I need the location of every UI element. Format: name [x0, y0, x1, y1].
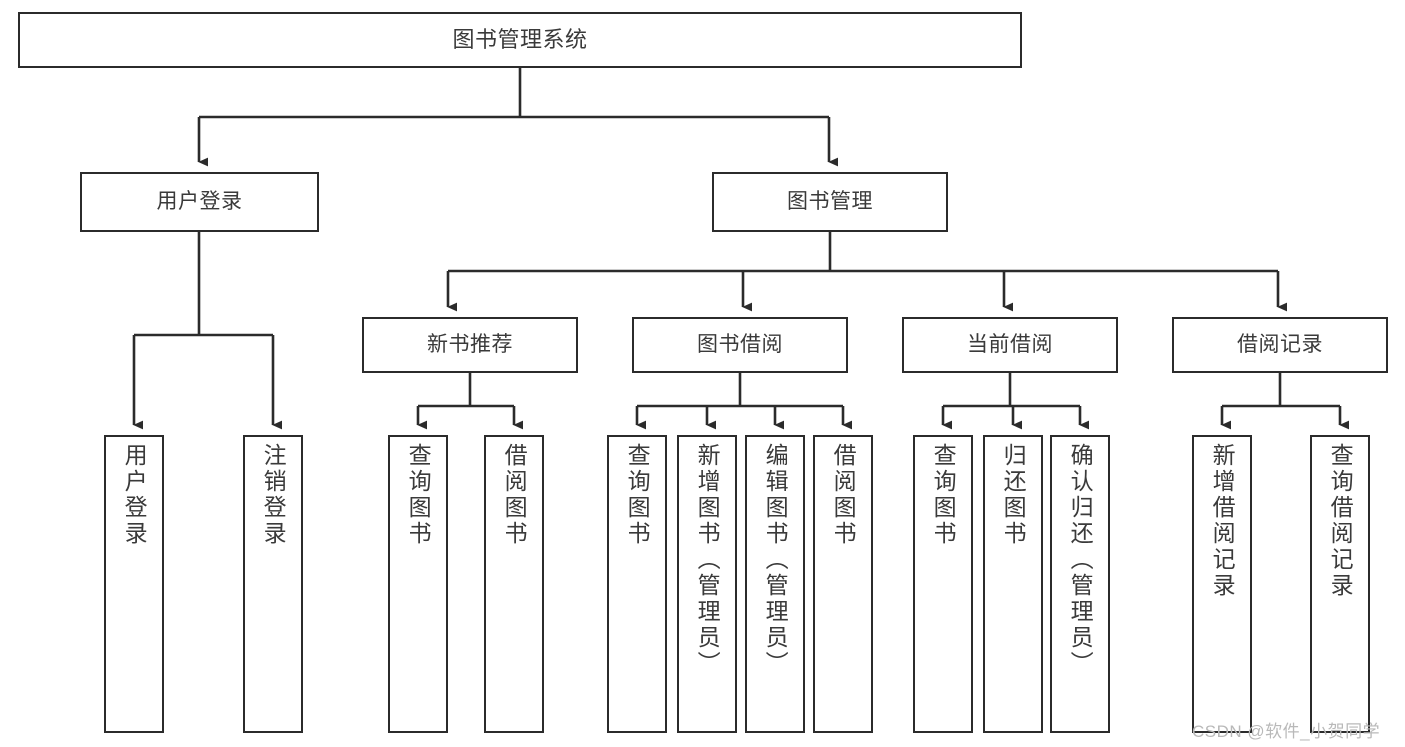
node-book-manage[interactable]: 图书管理	[712, 172, 948, 232]
node-leaf-query-borrow-record[interactable]: 查询借阅记录	[1310, 435, 1370, 733]
node-user-login[interactable]: 用户登录	[80, 172, 319, 232]
node-leaf-logout-login[interactable]: 注销登录	[243, 435, 303, 733]
node-book-borrow[interactable]: 图书借阅	[632, 317, 848, 373]
node-label-leaf-query-borrow-record: 查询借阅记录	[1327, 443, 1354, 599]
node-leaf-borrow-book[interactable]: 借阅图书	[813, 435, 873, 733]
node-leaf-confirm-return-admin[interactable]: 确认归还（管理员）	[1050, 435, 1110, 733]
node-label-leaf-user-login: 用户登录	[121, 443, 148, 547]
node-label-user-login: 用户登录	[156, 189, 243, 213]
node-label-leaf-query-book-recommend: 查询图书	[405, 443, 432, 547]
node-current-borrow[interactable]: 当前借阅	[902, 317, 1118, 373]
node-leaf-query-book-current[interactable]: 查询图书	[913, 435, 973, 733]
node-leaf-query-book-borrow[interactable]: 查询图书	[607, 435, 667, 733]
node-label-leaf-return-book: 归还图书	[1000, 443, 1027, 547]
connector-lines	[132, 68, 1350, 430]
node-leaf-return-book[interactable]: 归还图书	[983, 435, 1043, 733]
node-leaf-query-book-recommend[interactable]: 查询图书	[388, 435, 448, 733]
node-label-leaf-query-book-current: 查询图书	[930, 443, 957, 547]
node-label-root: 图书管理系统	[452, 27, 588, 53]
node-leaf-edit-book-admin[interactable]: 编辑图书（管理员）	[745, 435, 805, 733]
node-label-new-book-recommend: 新书推荐	[427, 332, 513, 356]
node-borrow-record[interactable]: 借阅记录	[1172, 317, 1388, 373]
node-label-borrow-record: 借阅记录	[1237, 332, 1323, 356]
node-label-leaf-logout-login: 注销登录	[260, 443, 287, 547]
node-label-leaf-query-book-borrow: 查询图书	[624, 443, 651, 547]
node-label-current-borrow: 当前借阅	[967, 332, 1053, 356]
node-label-book-borrow: 图书借阅	[697, 332, 783, 356]
node-leaf-borrow-book-recommend[interactable]: 借阅图书	[484, 435, 544, 733]
node-leaf-add-book-admin[interactable]: 新增图书（管理员）	[677, 435, 737, 733]
node-new-book-recommend[interactable]: 新书推荐	[362, 317, 578, 373]
node-label-leaf-add-borrow-record: 新增借阅记录	[1209, 443, 1236, 599]
node-label-leaf-add-book-admin: 新增图书（管理员）	[694, 443, 721, 677]
node-label-leaf-borrow-book: 借阅图书	[830, 443, 857, 547]
node-root[interactable]: 图书管理系统	[18, 12, 1022, 68]
node-label-leaf-borrow-book-recommend: 借阅图书	[501, 443, 528, 547]
node-label-leaf-confirm-return-admin: 确认归还（管理员）	[1067, 443, 1094, 677]
node-leaf-user-login[interactable]: 用户登录	[104, 435, 164, 733]
node-leaf-add-borrow-record[interactable]: 新增借阅记录	[1192, 435, 1252, 733]
node-label-leaf-edit-book-admin: 编辑图书（管理员）	[762, 443, 789, 677]
node-label-book-manage: 图书管理	[787, 189, 873, 213]
